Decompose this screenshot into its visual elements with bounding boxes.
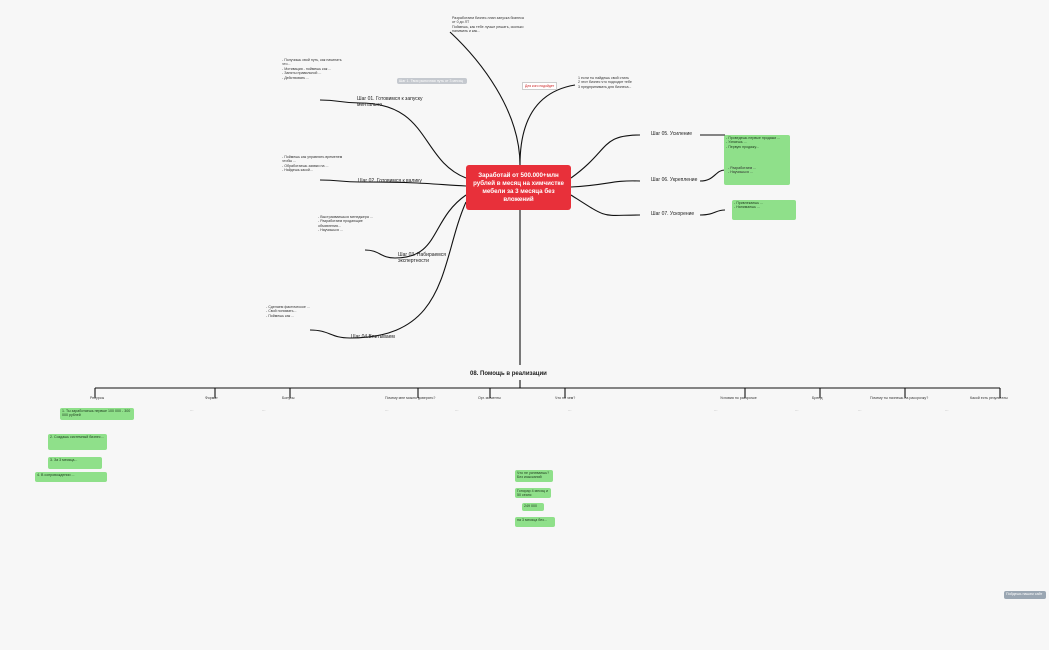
trust-text: … — [385, 408, 389, 412]
price-box-1: Что не успеваешь? Без изысканий — [515, 470, 553, 482]
price-box-2: Гонорар 4 месяц и 50 сеанс — [515, 488, 551, 498]
results-text: … — [945, 408, 949, 412]
bottom-right-pill[interactable]: Пойдешь нашим сайт — [1004, 591, 1046, 599]
result-box-3: 3. За 3 месяца... — [48, 457, 102, 469]
installments-text: … — [714, 408, 718, 412]
central-topic[interactable]: Заработай от 500.000+млн рублей в месяц … — [466, 165, 571, 210]
org-text: … — [455, 408, 459, 412]
result-box-2: 2. Создашь системный бизнес... — [48, 434, 107, 450]
col-why-installment[interactable]: Почему ты начнешь на рассрочку? — [870, 396, 929, 400]
branch-step-04[interactable]: Шаг 04.Впитываем — [351, 334, 395, 340]
branch-step-03[interactable]: Шаг 03. Набираемся экспертности — [398, 252, 446, 264]
col-installments[interactable]: Условия по рассрочке — [720, 396, 757, 400]
col-trust[interactable]: Почему мне можно доверять? — [385, 396, 436, 400]
step-07-details: - Привлекаешь ... - Нанимаешь ... — [732, 200, 796, 220]
col-pricing[interactable]: Что по чем? — [555, 396, 576, 400]
branch-step-07[interactable]: Шаг 07. Ускорение — [651, 211, 695, 217]
pricing-text: … — [568, 408, 572, 412]
section-08-title[interactable]: 08. Помощь в реализации — [470, 371, 547, 377]
top-text-note: Разработаем бизнес-план запуска бизнеса … — [452, 16, 524, 34]
step-04-details: - Сделаем фактическое ... - Свой понимат… — [266, 305, 310, 318]
branch-step-01[interactable]: Шаг 01. Готовимся к запуску ментально — [357, 96, 423, 108]
result-box-4: 4. В сопровождении ... — [35, 472, 107, 482]
branch-step-05[interactable]: Шаг 05. Усиление — [651, 131, 693, 137]
step-02-details: - Поймешь как управлять временем чтобы .… — [282, 155, 343, 173]
price-box-4: на 3 месяца без... — [515, 517, 555, 527]
step-06-details: - Разработаем ... - Научишься ... — [728, 166, 757, 175]
result-box-1: 1. Ты заработаешь первые 100 000 - 300 0… — [60, 408, 134, 420]
step-01-details: - Получишь свой путь, как начинать что..… — [282, 58, 342, 80]
col-results[interactable]: Какой есть результаты — [970, 396, 1008, 400]
audience-tag: Для кого подойдет — [522, 82, 558, 90]
col-bonuses[interactable]: Бонусы — [282, 396, 295, 400]
col-org[interactable]: Орг. моменты — [478, 396, 501, 400]
cta-text-note: 1 если ты найдешь свой стиль 2 этот бизн… — [578, 76, 632, 89]
brand-text: … — [795, 408, 799, 412]
branch-step-02[interactable]: Шаг 02. Готовимся к валику — [358, 178, 422, 184]
bonuses-text: … — [262, 408, 266, 412]
step-05-details: - Проведешь первые продажи ... - Узнаешь… — [724, 135, 790, 185]
col-resources[interactable]: Ресурсы — [90, 396, 105, 400]
format-text: … — [190, 408, 194, 412]
branch-step-06[interactable]: Шаг 06. Укрепление — [651, 177, 698, 183]
price-box-3: 249 000 — [522, 503, 544, 511]
why-installment-text: … — [858, 408, 862, 412]
col-brand[interactable]: Бренд — [812, 396, 823, 400]
col-format[interactable]: Формат — [205, 396, 218, 400]
step-03-details: - Выстраиваешься менеджера ... - Разрабо… — [318, 215, 373, 233]
grey-step-tag: Шаг 1. Твоя рыночная путь от 3 месяц — [397, 78, 467, 84]
